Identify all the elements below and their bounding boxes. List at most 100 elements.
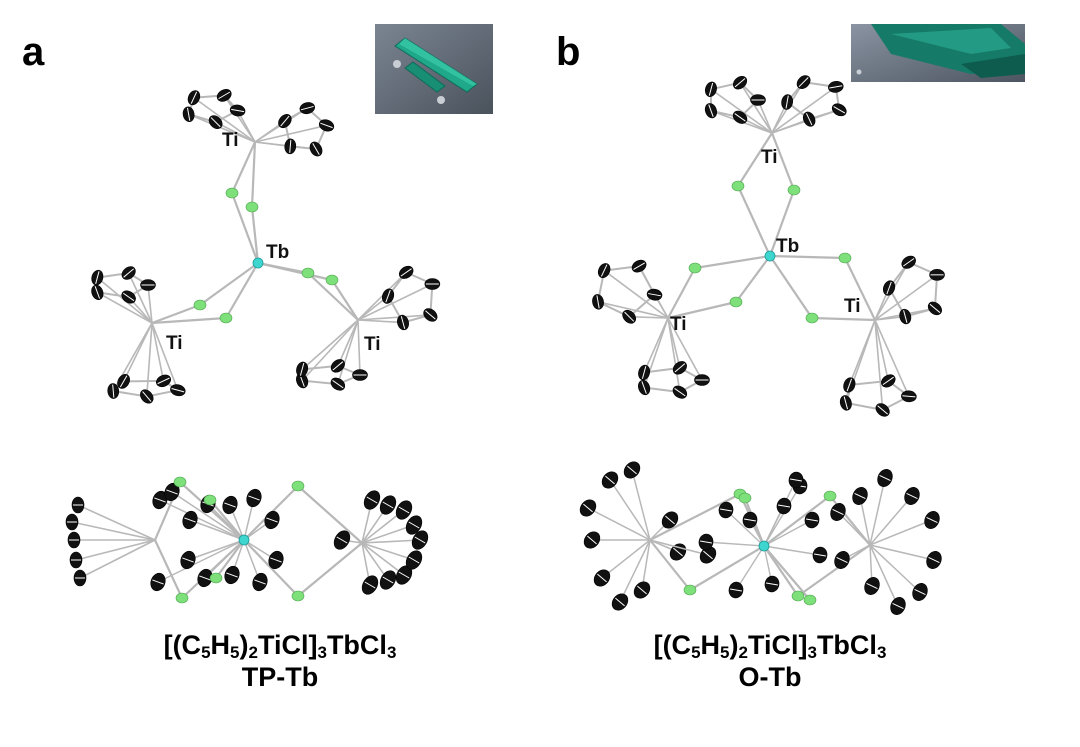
ellipsoid-axis [414, 536, 426, 544]
carbon-atom [804, 511, 820, 529]
carbon-atom [704, 103, 718, 119]
carbon-atom [672, 361, 687, 375]
bond [843, 256, 877, 322]
ellipsoid-axis [154, 497, 166, 503]
chlorine-atom [209, 572, 223, 584]
chlorine-atom [245, 201, 259, 213]
chlorine-atom [173, 476, 187, 488]
formula-text: H [210, 630, 231, 660]
bond [254, 124, 328, 143]
bond [157, 539, 245, 583]
bond [187, 113, 256, 143]
bond [735, 545, 765, 591]
carbon-atom [121, 266, 136, 280]
ellipsoid-axis [708, 82, 714, 96]
carbon-atom [330, 377, 346, 391]
carbon-atom [633, 581, 651, 599]
bond [771, 86, 837, 134]
bond [357, 283, 434, 321]
bond [301, 319, 359, 382]
ellipsoid-axis [142, 391, 152, 402]
atom-label: Ti [670, 314, 687, 335]
carbon-atom [834, 551, 850, 569]
carbon-atom [284, 138, 297, 155]
ellipsoid-axis [734, 113, 746, 122]
formula-text: H [700, 630, 721, 660]
carbon-atom [156, 374, 172, 388]
atom-label: Ti [761, 147, 778, 168]
carbon-atom [397, 314, 409, 331]
bond [736, 131, 774, 188]
bond [603, 269, 669, 319]
carbon-atom [117, 374, 130, 389]
bond [224, 261, 260, 320]
ellipsoid-axis [336, 536, 348, 544]
carbon-atom [309, 141, 323, 157]
carbon-atom [208, 115, 223, 130]
atom-label: Ti [166, 333, 183, 354]
ellipsoid-axis [766, 582, 778, 586]
bond [666, 266, 697, 320]
bond [874, 319, 910, 398]
bond [77, 504, 156, 541]
bond [762, 494, 832, 548]
bond [874, 319, 884, 411]
ellipsoid-axis [597, 573, 607, 583]
bond [666, 300, 738, 320]
carbon-atom [91, 284, 104, 301]
bond [79, 539, 156, 579]
chlorine-atom [805, 312, 819, 324]
ellipsoid-axis [199, 575, 211, 581]
chlorine-atom [683, 584, 697, 596]
carbon-atom [152, 490, 168, 510]
carbon-atom [601, 471, 619, 489]
formula-text: TiCl] [747, 630, 808, 660]
bond [869, 544, 935, 561]
bond [71, 521, 156, 541]
bond [204, 539, 245, 579]
chlorine-atom [291, 590, 305, 602]
carbon-atom [864, 577, 880, 595]
chlorine-atom [731, 180, 745, 192]
carbon-atom [583, 531, 601, 549]
ellipsoid-axis [119, 375, 128, 388]
ellipsoid-axis [182, 557, 194, 563]
bond [242, 538, 300, 598]
formula-subscript: 3 [386, 643, 397, 662]
formula-subscript: 3 [876, 643, 887, 662]
ellipsoid-axis [877, 405, 888, 415]
bond [357, 314, 432, 321]
carbon-atom [73, 569, 87, 587]
ellipsoid-axis [254, 579, 266, 585]
carbon-atom [802, 111, 816, 127]
ellipsoid-axis [624, 311, 635, 322]
compound-name-a: TP-Tb [241, 662, 319, 692]
ellipsoid-axis [94, 286, 101, 299]
bond [619, 539, 651, 603]
bond [127, 272, 153, 324]
carbon-atom [890, 597, 906, 615]
carbon-atom [330, 359, 345, 373]
formula-subscript: 3 [317, 643, 327, 662]
carbon-atom [623, 461, 641, 479]
formula-text: TiCl] [257, 630, 318, 660]
ellipsoid-axis [633, 262, 645, 270]
bond [736, 184, 772, 258]
carbon-atom [107, 383, 120, 399]
carbon-atom [180, 550, 196, 570]
bond [223, 94, 256, 143]
bond [609, 479, 651, 541]
carbon-atom [788, 471, 804, 489]
carbon-atom [881, 374, 896, 388]
carbon-atom [405, 515, 423, 535]
bond [768, 254, 814, 320]
panel-letter-a: a [22, 30, 45, 74]
bond [649, 539, 709, 556]
carbon-atom [424, 278, 441, 290]
ellipsoid-axis [280, 115, 290, 127]
carbon-atom [742, 511, 758, 529]
bond [734, 254, 772, 304]
bond [189, 519, 245, 541]
carbon-atom [812, 546, 828, 564]
ellipsoid-axis [408, 521, 420, 529]
